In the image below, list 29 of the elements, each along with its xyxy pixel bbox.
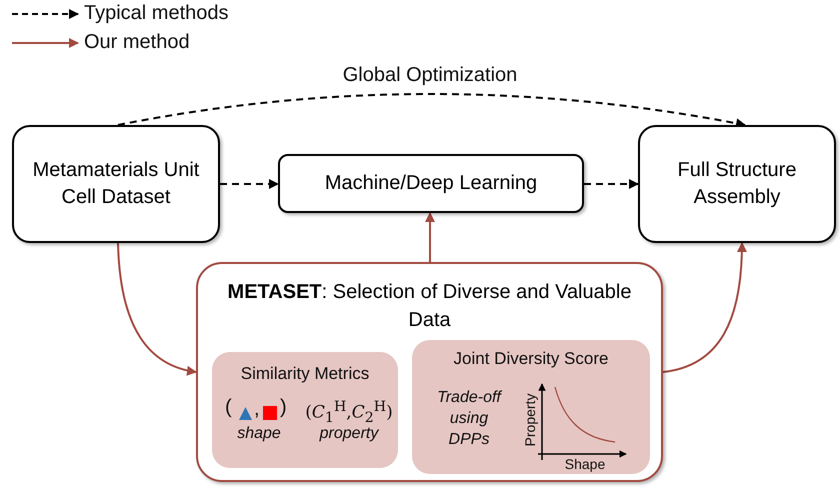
arrow	[220, 179, 279, 189]
edge-label: Global Optimization	[342, 64, 518, 87]
axis-label: Shape	[564, 456, 606, 472]
arrow	[425, 212, 435, 262]
legend-text: Typical methods	[84, 2, 229, 25]
parenthesis: )	[280, 396, 287, 419]
node-label: Metamaterials Unit Cell Dataset	[32, 158, 200, 210]
process-box	[12, 125, 220, 243]
panel-title: METASET: Selection of Diverse and Valuable Data	[226, 280, 632, 333]
comma: ,	[254, 398, 260, 421]
method-panel	[196, 262, 663, 482]
card-title: Joint Diversity Score	[454, 349, 608, 369]
note-text: Trade-off using DPPs	[436, 388, 504, 450]
node-label: Full Structure Assembly	[676, 158, 798, 210]
arrow	[662, 242, 747, 373]
process-box	[638, 125, 836, 243]
axis-label: Property	[522, 394, 538, 446]
shape-label: shape	[237, 425, 281, 443]
parenthesis: (	[225, 396, 232, 419]
property-label: property	[320, 425, 378, 443]
score-card	[412, 340, 650, 474]
legend-text: Our method	[84, 31, 190, 54]
process-box	[278, 154, 584, 213]
property-formula: (C$_{1}$$^{H}$,C$_{2}$$^{H}$)	[305, 399, 393, 426]
arrow	[117, 242, 197, 376]
arrow	[584, 179, 639, 189]
node-label: Machine/Deep Learning	[324, 171, 538, 196]
metrics-card	[212, 352, 398, 468]
card-title: Similarity Metrics	[240, 364, 370, 384]
